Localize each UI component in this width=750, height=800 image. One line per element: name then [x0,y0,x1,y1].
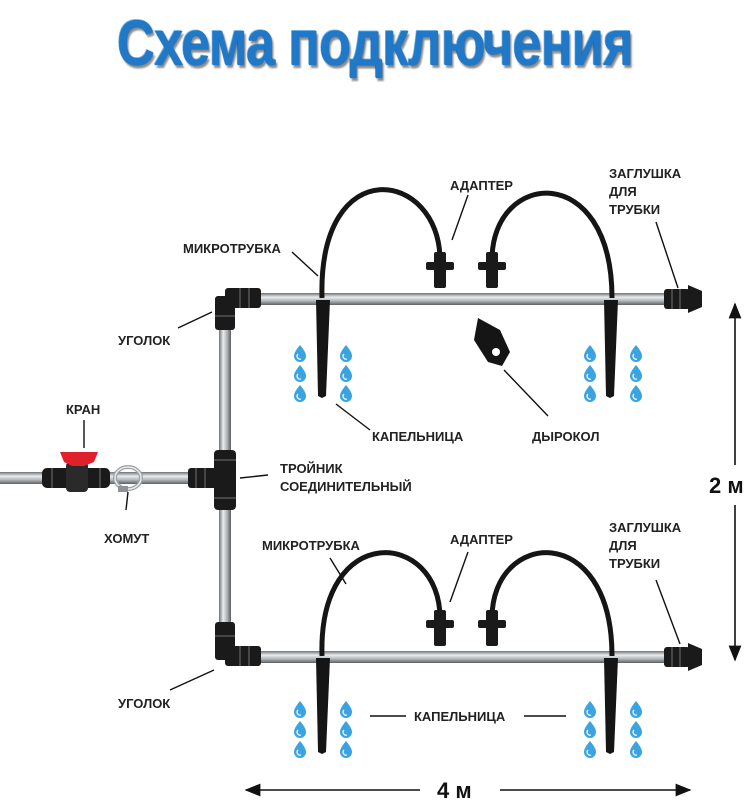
label-plug-top-line1: ЗАГЛУШКА [609,166,682,181]
label-tee-line1: ТРОЙНИК [280,461,343,476]
label-adapter-bottom: АДАПТЕР [450,532,513,547]
label-microtube-top: МИКРОТРУБКА [183,241,282,256]
label-height-dimension: 2 м [709,473,744,498]
tee-connector [188,450,236,510]
label-punch: ДЫРОКОЛ [532,429,599,444]
dripper-bottom-right [604,658,618,754]
end-plug-bottom [664,643,702,671]
diagram-title: Схема подключения [117,7,634,79]
label-adapter-top: АДАПТЕР [450,178,513,193]
label-elbow-bottom: УГОЛОК [118,696,170,711]
label-tee-line2: СОЕДИНИТЕЛЬНЫЙ [280,479,412,494]
label-plug-bottom-line2: ДЛЯ [609,538,637,553]
dripper-top-left [316,300,330,398]
microtube-top-right [489,190,615,299]
label-plug-bottom-line1: ЗАГЛУШКА [609,520,682,535]
label-dripper-top: КАПЕЛЬНИЦА [372,429,464,444]
microtube-top-left [319,187,443,299]
label-plug-bottom: ЗАГЛУШКА ДЛЯ ТРУБКИ [609,520,685,571]
label-width-dimension: 4 м [437,778,472,800]
valve [42,452,110,492]
dripper-bottom-left [316,658,330,754]
end-plug-top [664,285,702,313]
label-tee: ТРОЙНИК СОЕДИНИТЕЛЬНЫЙ [280,461,412,494]
label-plug-top-line3: ТРУБКИ [609,202,660,217]
microtube-bottom-left [319,550,443,657]
adapter-bottom-left [426,610,454,646]
leader-lines [83,194,681,717]
label-microtube-bottom: МИКРОТРУБКА [262,538,361,553]
label-dripper-bottom: КАПЕЛЬНИЦА [414,709,506,724]
hose-clamp [113,465,143,492]
adapter-top-left [426,252,454,288]
label-plug-bottom-line3: ТРУБКИ [609,556,660,571]
label-valve: КРАН [66,402,100,417]
top-lateral-pipe [258,293,670,305]
adapter-bottom-right [478,610,506,646]
hole-punch-tool [474,318,510,366]
label-plug-top-line2: ДЛЯ [609,184,637,199]
label-clamp: ХОМУТ [104,531,149,546]
microtube-bottom-right [489,550,615,657]
elbow-bottom [215,622,261,666]
elbow-top [215,288,261,330]
dripper-top-right [604,300,618,398]
adapter-top-right [478,252,506,288]
label-elbow-top: УГОЛОК [118,333,170,348]
label-plug-top: ЗАГЛУШКА ДЛЯ ТРУБКИ [609,166,685,217]
bottom-lateral-pipe [258,651,670,663]
